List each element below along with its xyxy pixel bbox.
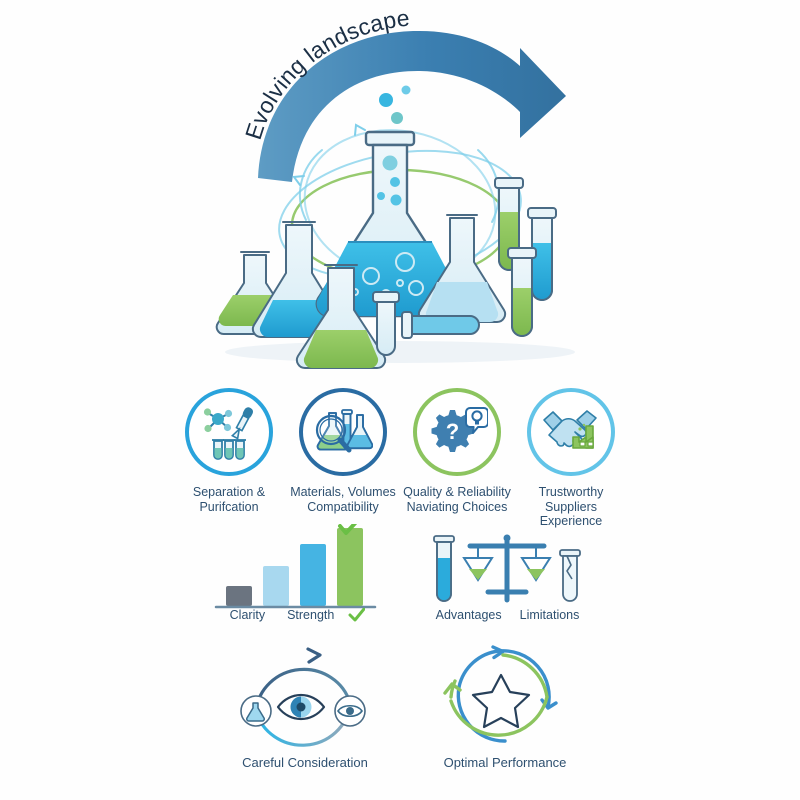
test-tube-pale-left [372, 291, 400, 356]
quality-bar-chart: Clarity Strength [200, 517, 395, 634]
star-icon [471, 673, 531, 729]
feature-label-4: Trustworthy Suppliers Experience [538, 485, 604, 528]
bottom-row: Careful Consideration Optimal Performanc… [210, 645, 600, 770]
feature-item-materials[interactable]: Materials, Volumes Compatibility [289, 388, 397, 529]
feature-label-2: Materials, Volumes Compatibility [290, 485, 396, 514]
bar-4 [337, 528, 363, 606]
bar-3 [300, 544, 326, 606]
bubbles [379, 85, 411, 124]
eye-icon [276, 693, 326, 721]
cycle-arc-blue-a [457, 649, 501, 689]
cycle-arc-green-a [449, 679, 457, 699]
careful-consideration-cycle [240, 647, 366, 747]
arrow-head-green-left [443, 682, 462, 695]
optimal-performance-cell: Optimal Performance [410, 645, 600, 770]
feature-label-3: Quality & Reliability Naviating Choices [403, 485, 511, 514]
test-tube-green-2 [507, 247, 537, 337]
flask-green-front [295, 264, 387, 370]
arrow-head-blue-top [491, 645, 505, 660]
feature-ring-1 [185, 388, 273, 476]
eye-badge-icon [334, 695, 366, 727]
cracked-test-tube-icon [559, 549, 581, 602]
cycle-arc-blue-b [497, 649, 551, 709]
arrow-head-top [306, 647, 322, 664]
test-tube-blue-1 [527, 207, 557, 301]
balance-labels: Advantages Limitations [410, 608, 605, 622]
gear-question-mark: ? [446, 419, 459, 444]
check-mark-inline-icon [348, 608, 366, 622]
feature-item-quality[interactable]: ? Quality & Reliability Naviating Choice… [403, 388, 511, 529]
filled-test-tube-icon [433, 535, 455, 602]
optimal-performance-label: Optimal Performance [443, 755, 567, 770]
magnifier-flasks-icon [315, 409, 373, 453]
advantages-limitations-balance: Advantages Limitations [410, 524, 605, 634]
bar-label-strength: Strength [287, 608, 335, 622]
test-tube-lying [401, 311, 480, 339]
gear-question-lightbulb-icon: ? [431, 407, 488, 452]
bar-2 [263, 566, 289, 606]
feature-label-1: Separation & Purifcation [192, 485, 266, 514]
lightbulb-bubble [465, 407, 488, 434]
flask-badge-icon [240, 695, 272, 727]
cycle-arc-top [254, 667, 352, 713]
optimal-performance-cycle [443, 645, 558, 743]
gear-shape [431, 410, 474, 452]
balance-label-limitations: Limitations [519, 608, 580, 622]
bars [226, 528, 363, 606]
molecule-pipette-testtubes-icon [203, 407, 254, 460]
check-mark-top-icon [338, 517, 361, 535]
bar-chart-labels: Clarity Strength [200, 608, 395, 623]
bar-chart-svg [214, 517, 377, 609]
balance-scale-icon [462, 534, 552, 603]
feature-item-separation[interactable]: Separation & Purifcation [175, 388, 283, 529]
feature-ring-3: ? [413, 388, 501, 476]
handshake-factory-icon [543, 410, 597, 449]
cycle-arc-green-b [449, 695, 549, 737]
feature-icon-row: Separation & Purifcation [175, 388, 625, 529]
careful-consideration-cell: Careful Consideration [210, 645, 400, 770]
factory-shape [572, 425, 594, 449]
hero-illustration: Evolving landscape [0, 0, 800, 375]
flask-right-pale [417, 214, 507, 324]
feature-item-suppliers[interactable]: Trustworthy Suppliers Experience [517, 388, 625, 529]
bar-label-clarity: Clarity [229, 608, 266, 622]
bar-1 [226, 586, 252, 606]
feature-ring-2 [299, 388, 387, 476]
careful-consideration-label: Careful Consideration [242, 755, 368, 770]
feature-ring-4 [527, 388, 615, 476]
evolving-arrow-icon [258, 30, 566, 182]
mid-row: Clarity Strength [200, 517, 605, 634]
balance-svg [433, 534, 581, 603]
cycle-arc-green-c [501, 653, 549, 699]
balance-label-advantages: Advantages [435, 608, 502, 622]
